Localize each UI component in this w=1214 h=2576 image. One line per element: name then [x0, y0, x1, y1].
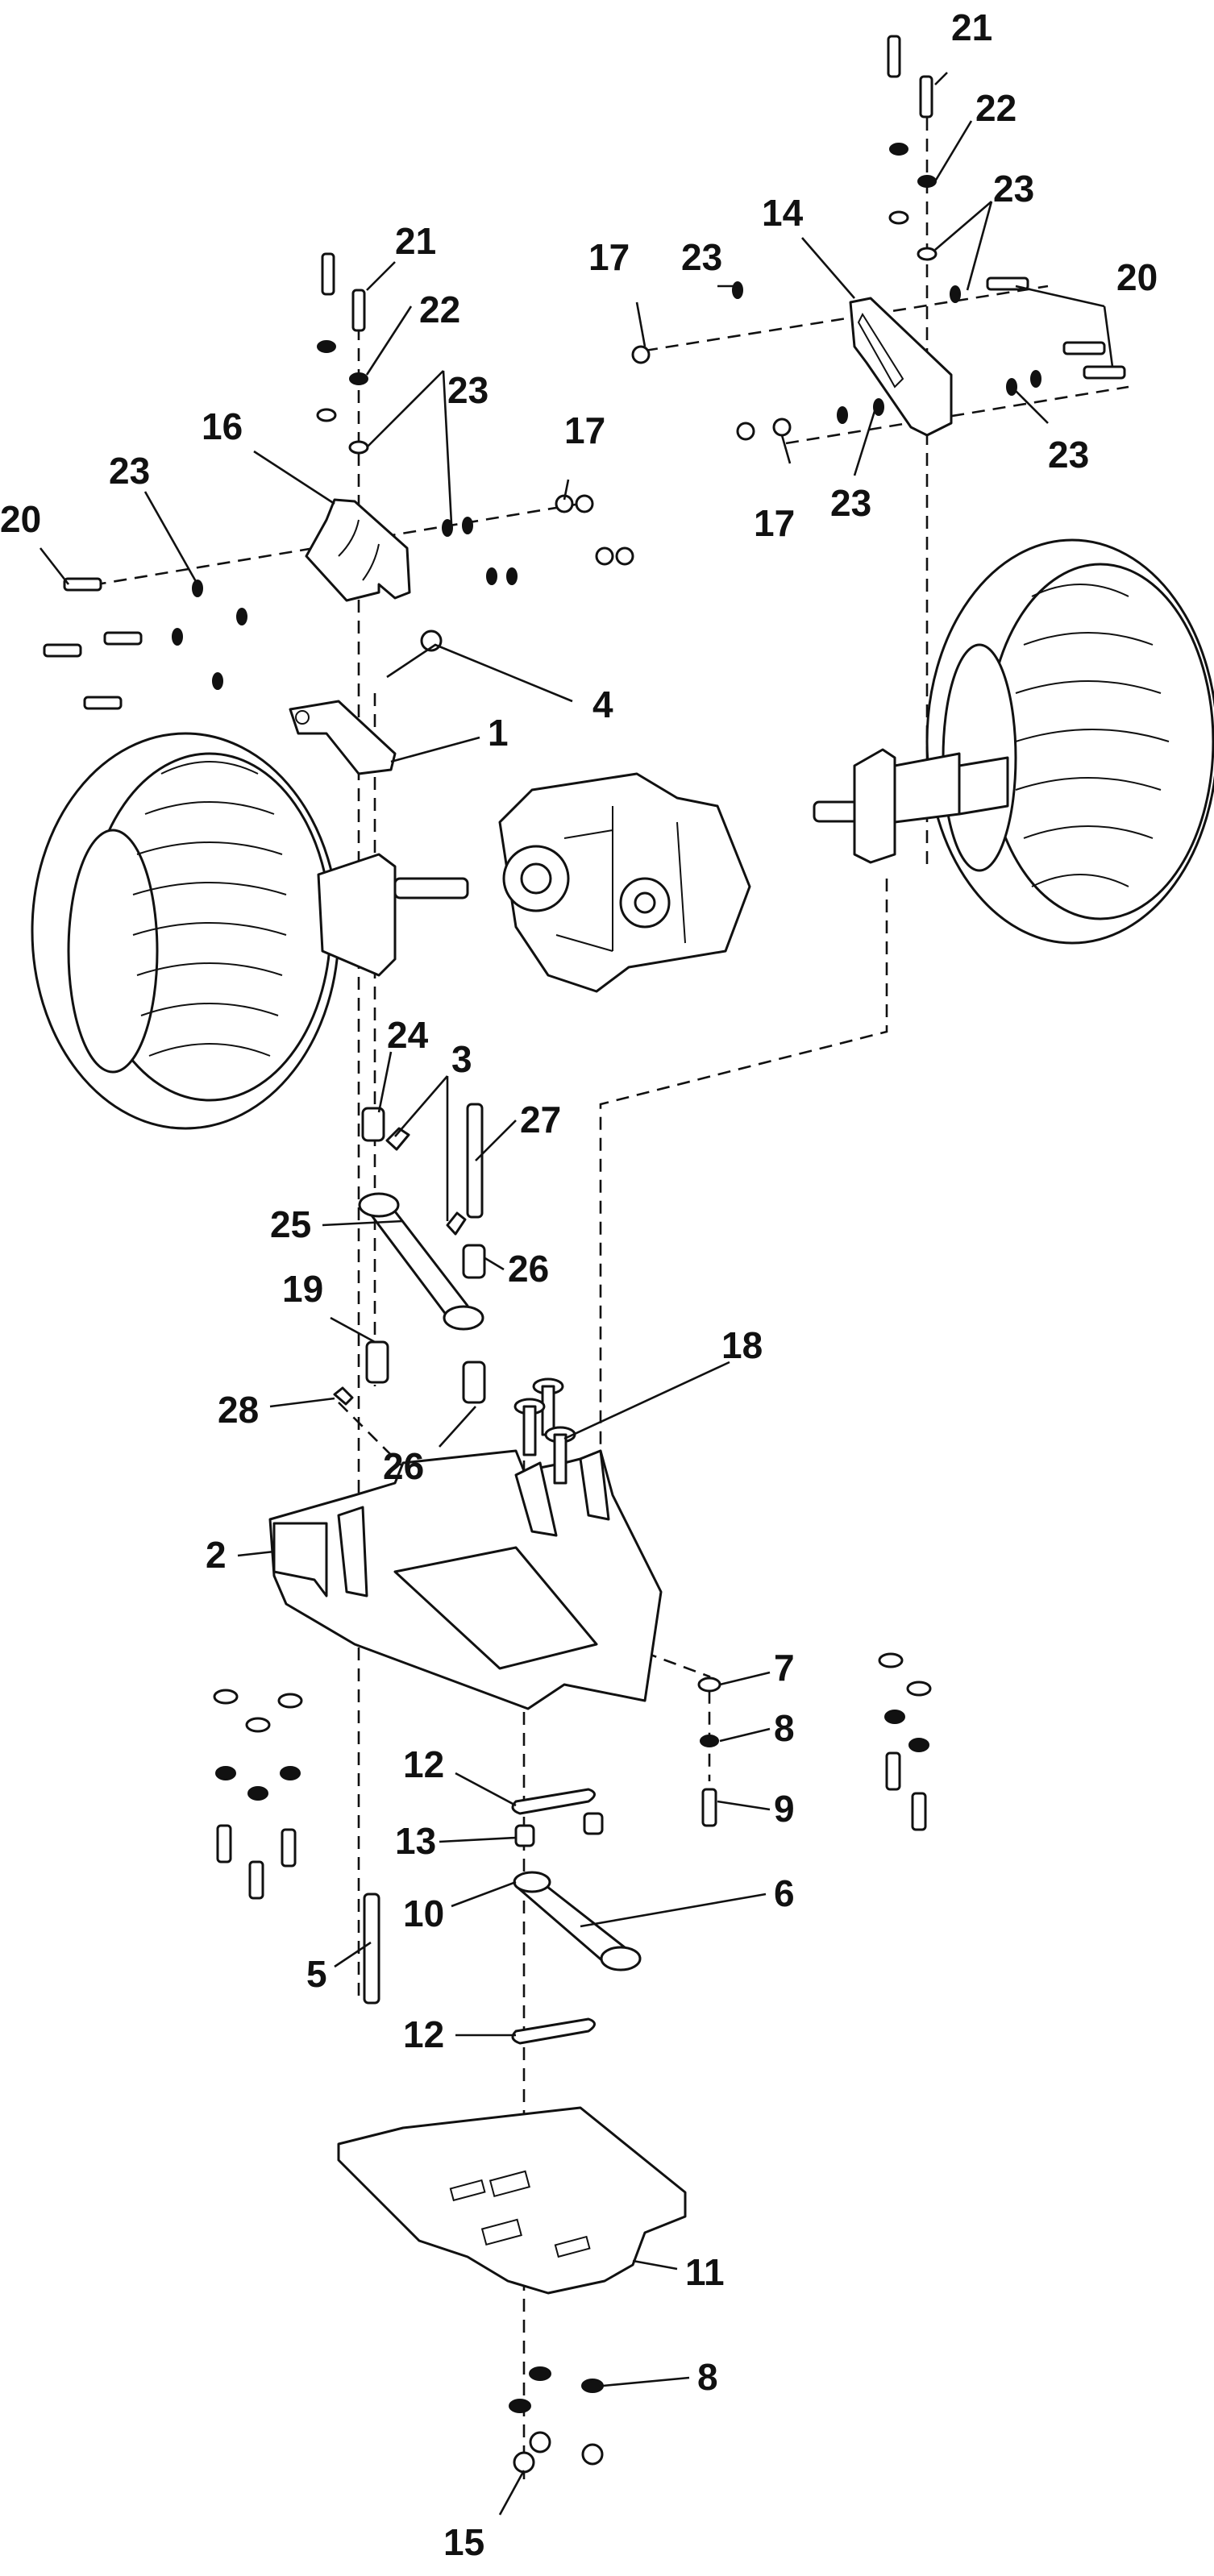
mount-plate-1	[289, 700, 397, 775]
callout-22-left: 22	[419, 289, 460, 330]
callout-28: 28	[218, 1389, 259, 1431]
callout-23-right-top: 23	[993, 168, 1034, 210]
callout-22-right: 22	[975, 87, 1017, 129]
callout-19: 19	[282, 1268, 323, 1310]
callout-23-left-top: 23	[447, 369, 489, 411]
leader-lines	[39, 72, 1114, 2516]
callout-17-right-top: 17	[588, 236, 630, 278]
callout-18: 18	[721, 1324, 763, 1366]
callout-17-right-low: 17	[754, 502, 795, 544]
callout-5: 5	[306, 1953, 327, 1995]
callout-2: 2	[206, 1534, 227, 1576]
callout-3: 3	[451, 1038, 472, 1080]
callout-labels: 21 22 23 14 17 23 20 23 17 23 21 22 23 1…	[0, 6, 1158, 2563]
callout-25: 25	[270, 1203, 311, 1245]
skid-plate	[337, 2106, 687, 2295]
callout-23-right-low: 23	[1048, 434, 1089, 476]
callout-23-right-mid: 23	[681, 236, 722, 278]
callout-11: 11	[685, 2251, 725, 2293]
callout-7: 7	[774, 1647, 795, 1689]
callout-20-right: 20	[1116, 256, 1158, 298]
callout-12-lower: 12	[403, 2013, 444, 2055]
callout-23-right-bottom: 23	[830, 482, 871, 524]
callout-23-left: 23	[109, 450, 150, 492]
callout-21-right: 21	[951, 6, 992, 48]
callout-14: 14	[762, 192, 804, 234]
callout-20-left: 20	[0, 498, 41, 540]
callout-10: 10	[403, 1893, 444, 1934]
left-hub	[317, 853, 469, 977]
left-tire-icon	[31, 732, 340, 1130]
transmission-icon	[498, 772, 751, 993]
callout-8-lower: 8	[697, 2356, 718, 2398]
callout-15: 15	[443, 2521, 484, 2563]
callout-12-upper: 12	[403, 1743, 444, 1785]
callout-4: 4	[592, 683, 613, 725]
transmission-mount-plate	[268, 1449, 663, 1710]
callout-13: 13	[395, 1820, 436, 1862]
callout-26-lower: 26	[383, 1445, 424, 1487]
callout-1: 1	[488, 712, 509, 754]
right-tire-icon	[925, 538, 1214, 945]
left-axle-bracket	[305, 498, 411, 602]
callout-16: 16	[202, 405, 243, 447]
callout-21-left: 21	[395, 220, 436, 262]
callout-24: 24	[387, 1014, 429, 1056]
right-axle-housing	[813, 748, 1009, 864]
callout-8-upper: 8	[774, 1707, 795, 1749]
callout-27: 27	[520, 1099, 561, 1141]
right-axle-bracket	[849, 297, 953, 437]
link-upper	[511, 1788, 596, 1815]
idler-arm	[513, 1871, 642, 1971]
link-lower	[511, 2017, 596, 2045]
callout-26-upper: 26	[508, 1248, 549, 1290]
hardware	[43, 35, 1126, 2474]
callout-6: 6	[774, 1872, 795, 1914]
callout-17-left: 17	[564, 409, 605, 451]
callout-9: 9	[774, 1788, 795, 1830]
control-arm	[358, 1192, 484, 1331]
